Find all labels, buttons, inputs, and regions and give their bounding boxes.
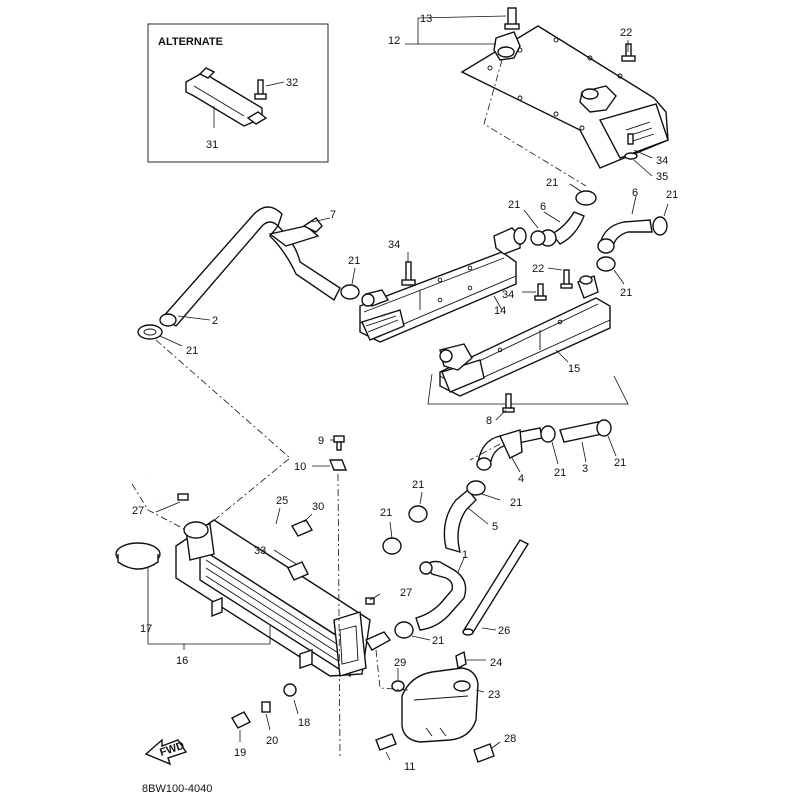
callout-c34b: 34 bbox=[388, 239, 400, 251]
callout-c33: 33 bbox=[254, 545, 266, 557]
callout-c8: 8 bbox=[486, 415, 492, 427]
routing-lines bbox=[131, 339, 501, 691]
callout-c24: 24 bbox=[490, 657, 502, 669]
callout-c15: 15 bbox=[568, 363, 580, 375]
callout-c3: 3 bbox=[582, 463, 588, 475]
callout-c29: 29 bbox=[394, 657, 406, 669]
callout-c21d: 21 bbox=[348, 255, 360, 267]
callout-c21b: 21 bbox=[666, 189, 678, 201]
callout-c20: 20 bbox=[266, 735, 278, 747]
callout-c18: 18 bbox=[298, 717, 310, 729]
brackets-30-33 bbox=[273, 513, 314, 581]
callout-c21i: 21 bbox=[510, 497, 522, 509]
callout-c21c: 21 bbox=[508, 199, 520, 211]
pipe-4-hose-3 bbox=[476, 393, 617, 473]
callout-c19: 19 bbox=[234, 747, 246, 759]
catalog-code: 8BW100-4040 bbox=[142, 783, 212, 795]
callout-c21e: 21 bbox=[620, 287, 632, 299]
inset-title: ALTERNATE bbox=[158, 36, 223, 48]
callout-c21g: 21 bbox=[554, 467, 566, 479]
callout-c35: 35 bbox=[656, 171, 668, 183]
alternate-inset: ALTERNATE bbox=[147, 23, 329, 163]
bolts-9-10 bbox=[312, 435, 348, 757]
callout-c25: 25 bbox=[276, 495, 288, 507]
callout-c21k: 21 bbox=[380, 507, 392, 519]
breather-26 bbox=[462, 539, 530, 636]
callout-c7: 7 bbox=[330, 209, 336, 221]
callout-c26: 26 bbox=[498, 625, 510, 637]
callout-c11: 11 bbox=[404, 761, 415, 773]
radiator-16 bbox=[115, 519, 392, 678]
callout-c16: 16 bbox=[176, 655, 188, 667]
callout-c21f: 21 bbox=[186, 345, 198, 357]
small-parts-18-20 bbox=[231, 683, 299, 742]
callout-c13: 13 bbox=[420, 13, 432, 25]
callout-c30: 30 bbox=[312, 501, 324, 513]
callout-c14: 14 bbox=[494, 305, 506, 317]
callout-c21j: 21 bbox=[412, 479, 424, 491]
hoses-6 bbox=[523, 183, 669, 285]
callout-c21a: 21 bbox=[546, 177, 558, 189]
cooler-upper-14 bbox=[340, 227, 527, 343]
overflow-hose-25 bbox=[149, 473, 381, 605]
callout-c17: 17 bbox=[140, 623, 152, 635]
callout-c4: 4 bbox=[518, 473, 524, 485]
callout-c6a: 6 bbox=[632, 187, 638, 199]
reservoir-23 bbox=[375, 650, 501, 763]
callout-c31: 31 bbox=[206, 139, 218, 151]
callout-c22a: 22 bbox=[620, 27, 632, 39]
callout-c32: 32 bbox=[286, 77, 298, 89]
upper-shroud bbox=[405, 7, 669, 187]
cooler-lower-15 bbox=[427, 267, 629, 405]
callout-c34a: 34 bbox=[656, 155, 668, 167]
callout-c2: 2 bbox=[212, 315, 218, 327]
callout-c23: 23 bbox=[488, 689, 500, 701]
callout-c21h: 21 bbox=[614, 457, 626, 469]
fwd-arrow-icon: FWD bbox=[144, 738, 188, 766]
callout-c10: 10 bbox=[294, 461, 306, 473]
hose-5 bbox=[382, 480, 501, 555]
callout-c27b: 27 bbox=[400, 587, 412, 599]
callout-c1: 1 bbox=[462, 549, 468, 561]
hose-1 bbox=[394, 557, 467, 641]
callout-c6b: 6 bbox=[540, 201, 546, 213]
callout-c12: 12 bbox=[388, 35, 400, 47]
callout-c34c: 34 bbox=[502, 289, 514, 301]
callout-c21l: 21 bbox=[432, 635, 444, 647]
callout-c22b: 22 bbox=[532, 263, 544, 275]
callout-c28: 28 bbox=[504, 733, 516, 745]
callout-c27a: 27 bbox=[132, 505, 144, 517]
hose-left-assembly bbox=[137, 206, 341, 347]
callout-c9: 9 bbox=[318, 435, 324, 447]
callout-c5: 5 bbox=[492, 521, 498, 533]
